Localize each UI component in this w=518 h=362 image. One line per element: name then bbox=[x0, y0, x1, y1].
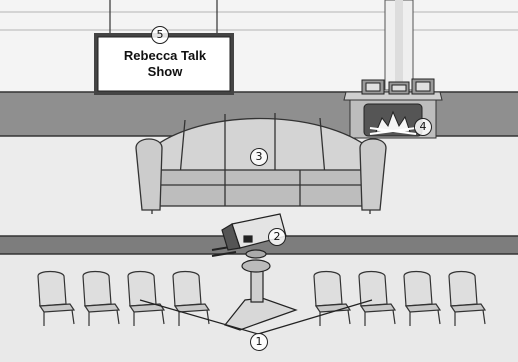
callout-2: 2 bbox=[268, 228, 286, 246]
callout-3: 3 bbox=[250, 148, 268, 166]
callout-1: 1 bbox=[250, 333, 268, 351]
sign-board bbox=[97, 36, 231, 92]
chair-3 bbox=[127, 270, 166, 326]
audience-chairs bbox=[37, 270, 487, 326]
stage-edge bbox=[0, 236, 518, 254]
sign-title-line-1: Rebecca Talk bbox=[123, 48, 207, 63]
picture-frames bbox=[361, 78, 435, 95]
callout-4: 4 bbox=[414, 118, 432, 136]
pillar-shade bbox=[395, 0, 403, 90]
chair-8 bbox=[448, 270, 487, 326]
chair-6 bbox=[358, 270, 397, 326]
chair-7 bbox=[403, 270, 442, 326]
callout-1-leaders bbox=[139, 299, 373, 335]
chair-5 bbox=[313, 270, 352, 326]
upper-wall bbox=[0, 11, 518, 31]
chair-4 bbox=[172, 270, 211, 326]
sofa bbox=[135, 113, 387, 214]
chair-2 bbox=[82, 270, 121, 326]
sign-title-line-2: Show bbox=[147, 64, 183, 79]
show-sign: Rebecca Talk Show bbox=[100, 48, 230, 80]
callout-5: 5 bbox=[151, 26, 169, 44]
chair-1 bbox=[37, 270, 76, 326]
